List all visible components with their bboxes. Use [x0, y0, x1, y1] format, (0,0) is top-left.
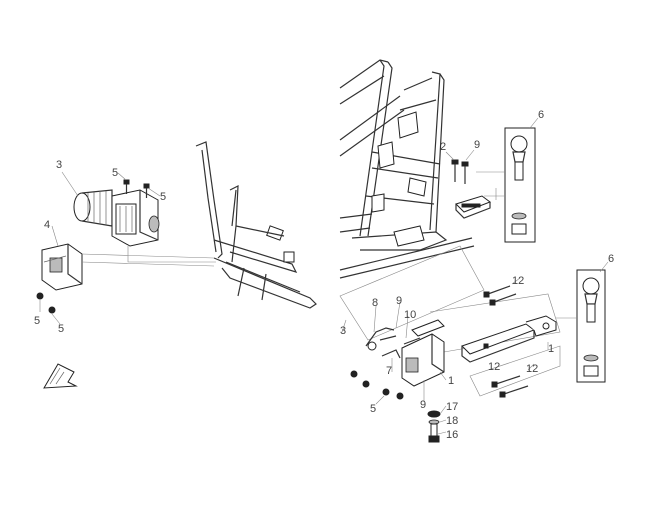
- callout-5-winch-a: 5: [112, 167, 118, 179]
- hitch-ball-bottom: [576, 269, 606, 383]
- hitch-mount-bolt: [427, 410, 441, 443]
- front-bumper-frame: [195, 141, 317, 309]
- callout-3-hitch: 3: [340, 325, 346, 337]
- callout-6-bottom: 6: [608, 253, 614, 265]
- callout-16: 16: [446, 429, 458, 441]
- mount-nut: [36, 292, 56, 314]
- winch-bolt: [123, 179, 150, 198]
- callout-labels: 3 4 5 5 5 5 2 9 6 12 6 8 9 10 3 12 1 7 1…: [34, 109, 614, 441]
- callout-12-upper: 12: [512, 275, 524, 287]
- hitch-nut: [350, 370, 404, 400]
- callout-12-bar: 12: [488, 361, 500, 373]
- callout-8: 8: [372, 297, 378, 309]
- callout-7: 7: [386, 365, 392, 377]
- callout-4: 4: [44, 219, 50, 231]
- winch-assembly: [36, 141, 317, 325]
- callout-5-plate-b: 5: [58, 323, 64, 335]
- receiver-bolt: [483, 285, 517, 306]
- callout-3-winch: 3: [56, 159, 62, 171]
- winch-motor: [73, 189, 160, 247]
- callout-2: 2: [440, 141, 446, 153]
- rear-frame: [339, 59, 475, 279]
- receiver-bolt-lower: [491, 375, 529, 398]
- callout-5-winch-b: 5: [160, 191, 166, 203]
- receiver-plate: [455, 195, 492, 219]
- callout-5-plate-a: 5: [34, 315, 40, 327]
- receiver-tube: [401, 319, 445, 387]
- hitch-bolt: [451, 159, 469, 184]
- callout-9-pin: 9: [396, 295, 402, 307]
- callout-6-top: 6: [538, 109, 544, 121]
- front-arrow-icon: [43, 363, 78, 389]
- callout-9-top: 9: [474, 139, 480, 151]
- callout-10: 10: [404, 309, 416, 321]
- callout-9-nut: 9: [420, 399, 426, 411]
- callout-12-lower: 12: [526, 363, 538, 375]
- callout-18: 18: [446, 415, 458, 427]
- hitch-ball-top: [504, 127, 536, 243]
- hitch-pin: [365, 327, 421, 359]
- callout-17: 17: [446, 401, 458, 413]
- draw-bar: [461, 315, 557, 363]
- winch-mount-plate: [41, 243, 83, 291]
- callout-1-bar: 1: [548, 343, 554, 355]
- callout-5-nuts: 5: [370, 403, 376, 415]
- callout-1-tube: 1: [448, 375, 454, 387]
